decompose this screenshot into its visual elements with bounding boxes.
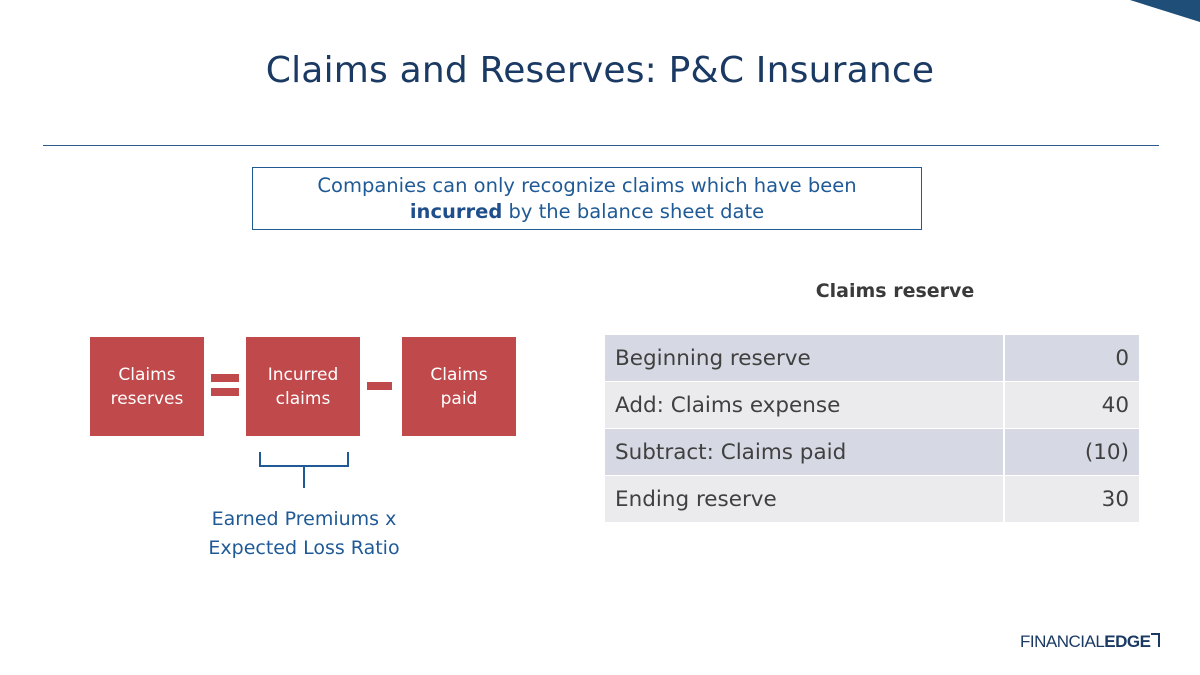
callout-line-2: incurred by the balance sheet date	[253, 199, 921, 225]
minus-sign	[367, 382, 392, 390]
title-divider	[43, 145, 1159, 146]
row-value: (10)	[1004, 428, 1139, 476]
row-label: Ending reserve	[605, 475, 1005, 523]
row-label: Subtract: Claims paid	[605, 428, 1005, 476]
callout-bold-word: incurred	[409, 200, 503, 223]
equals-sign-top	[211, 374, 239, 382]
row-label: Add: Claims expense	[605, 381, 1005, 429]
callout-line-1: Companies can only recognize claims whic…	[317, 174, 857, 197]
row-value: 30	[1004, 475, 1139, 523]
row-value: 0	[1004, 335, 1139, 382]
corner-accent	[1130, 0, 1200, 22]
logo-mark-icon	[1151, 633, 1161, 647]
financial-edge-logo: FINANCIALEDGE	[1020, 632, 1161, 654]
callout-box: Companies can only recognize claims whic…	[252, 167, 922, 230]
claims-reserve-table: Beginning reserve 0 Add: Claims expense …	[605, 335, 1139, 523]
table-title: Claims reserve	[815, 280, 975, 302]
note-line2: Expected Loss Ratio	[208, 537, 400, 559]
logo-part2: EDGE	[1104, 632, 1151, 651]
curly-brace-icon	[259, 452, 349, 488]
table-row: Ending reserve 30	[605, 475, 1139, 523]
incurred-claims-note: Earned Premiums x Expected Loss Ratio	[190, 505, 418, 563]
row-label: Beginning reserve	[605, 335, 1005, 382]
note-line1: Earned Premiums x	[211, 508, 397, 530]
logo-part1: FINANCIAL	[1020, 632, 1105, 651]
box3-line2: paid	[440, 388, 478, 409]
incurred-claims-box: Incurred claims	[246, 337, 360, 436]
table-row: Add: Claims expense 40	[605, 381, 1139, 429]
slide-title: Claims and Reserves: P&C Insurance	[265, 50, 935, 91]
callout-line-2-rest: by the balance sheet date	[502, 200, 765, 223]
claims-paid-box: Claims paid	[402, 337, 516, 436]
claims-reserves-box: Claims reserves	[90, 337, 204, 436]
box1-line2: reserves	[110, 388, 184, 409]
box1-line1: Claims	[118, 364, 176, 385]
table-row: Subtract: Claims paid (10)	[605, 428, 1139, 476]
box2-line1: Incurred	[267, 364, 339, 385]
row-value: 40	[1004, 381, 1139, 429]
box2-line2: claims	[275, 388, 331, 409]
equals-sign-bottom	[211, 388, 239, 396]
box3-line1: Claims	[430, 364, 488, 385]
table-row: Beginning reserve 0	[605, 335, 1139, 382]
